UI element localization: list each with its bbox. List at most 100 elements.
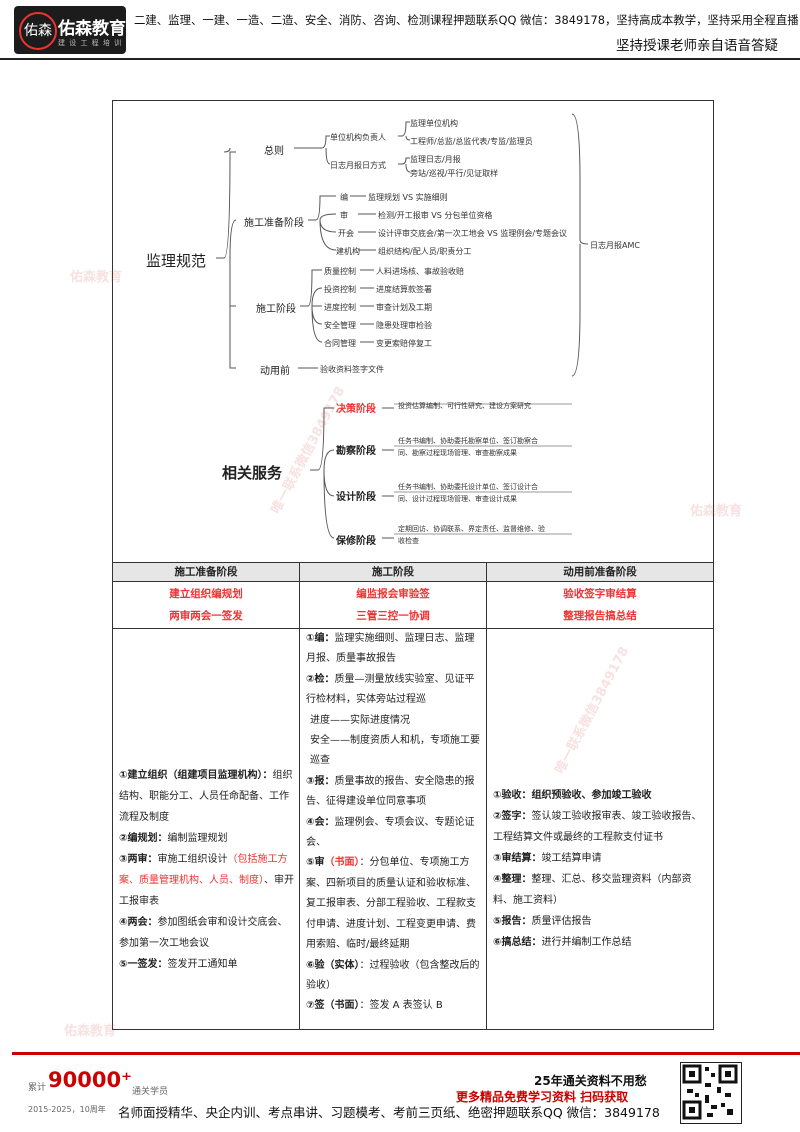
stage-design: 设计阶段 [336,492,376,503]
node-review-detail: 检测/开工报审 VS 分包单位资格 [378,211,493,220]
node-build-org-detail: 组织结构/配人员/职责分工 [378,247,472,256]
logo-name: 佑森教育 [58,19,126,39]
node-inspection: 旁站/巡视/平行/见证取样 [410,169,499,178]
summary-line: 两审两会一签发 [169,610,243,622]
node-contract: 合同管理 [324,339,356,348]
summary-line: 建立组织编规划 [169,588,243,600]
stage-warranty-detail-2: 收检查 [398,537,419,545]
logo-sub: 建 设 工 程 培 训 [58,39,123,47]
node-review: 审 [340,211,348,220]
footer-years: 2015-2025，10周年 [28,1105,106,1114]
construction-item: 进度——实际进度情况 [310,714,410,726]
summary-cell-pre-use: 验收签字审结算 整理报告搞总结 [486,581,714,629]
construction-items: ①编：监理实施细则、监理日志、监理月报、质量事故报告 ②检：质量—测量放线实验室… [306,629,484,1017]
node-meeting-detail: 设计评审交底会/第一次工地会 VS 监理例会/专题会议 [378,229,568,238]
pre-use-item: ⑤报告：质量评估报告 [493,916,592,927]
construction-item: ①编：监理实施细则、监理日志、监理月报、质量事故报告 [306,633,475,665]
summary-line: 编监报会审验签 [356,588,430,600]
stage-survey: 勘察阶段 [336,446,376,457]
node-org-head: 单位机构负责人 [330,133,386,142]
prep-item: ③两审：审施工组织设计（包括施工方案、质量管理机构、人员、制度）、审开工报审表 [119,854,294,907]
watermark: 佑森教育 [70,270,123,285]
brand-logo: 佑森 佑森教育 建 设 工 程 培 训 [14,6,126,54]
construction-item: 安全——制度资质人和机，专项施工要巡查 [310,735,480,767]
pre-use-item: ④整理：整理、汇总、移交监理资料（内部资料、施工资料） [493,874,692,906]
summary-line: 整理报告搞总结 [563,610,637,622]
stage-decision: 决策阶段 [336,404,376,415]
node-cost: 投资控制 [324,285,356,294]
root-supervision: 监理规范 [146,252,207,270]
body-cell-pre-use: ①验收：组织预验收、参加竣工验收 ②签字：签认竣工验收报审表、竣工验收报告、工程… [486,628,714,1030]
summary-cell-prep: 建立组织编规划 两审两会一签发 [112,581,300,629]
summary-cell-construction: 编监报会审验签 三管三控一协调 [299,581,487,629]
table-header-construction: 施工阶段 [299,562,487,582]
node-schedule: 进度控制 [324,303,356,312]
logo-mark-icon: 佑森 [19,12,57,50]
node-schedule-detail: 审查计划及工期 [376,303,432,312]
footer-count: 90000⁺ [48,1068,133,1092]
node-contract-detail: 变更索赔停复工 [376,339,432,348]
node-quality-detail: 人料进场核、事故验收赔 [376,267,464,276]
node-meeting: 开会 [338,229,354,238]
pre-use-item: ①验收：组织预验收、参加竣工验收 [493,790,652,801]
prep-item: ④两会：参加图纸会审和设计交底会、参加第一次工地会议 [119,917,288,949]
pre-use-item: ②签字：签认竣工验收报审表、竣工验收报告、工程结算文件或最终的工程款支付证书 [493,811,702,843]
branch-general: 总则 [264,146,284,157]
footer-red-note: 更多精品免费学习资料 扫码获取 [456,1090,629,1104]
pre-use-item: ⑥搞总结：进行并编制工作总结 [493,937,632,948]
body-cell-construction: ①编：监理实施细则、监理日志、监理月报、质量事故报告 ②检：质量—测量放线实验室… [299,628,487,1030]
prep-item: ②编规划：编制监理规划 [119,833,228,844]
branch-prep: 施工准备阶段 [244,218,304,229]
table-header-prep: 施工准备阶段 [112,562,300,582]
header-line-1: 二建、监理、一建、一造、二造、安全、消防、咨询、检测课程押题联系QQ 微信：38… [134,13,799,27]
prep-item: ⑤一签发：签发开工通知单 [119,959,238,970]
node-org-unit: 监理单位机构 [410,119,458,128]
node-staff-roles: 工程师/总监/总监代表/专监/监理员 [410,137,533,146]
node-safety-detail: 隐患处理审检验 [376,321,432,330]
branch-construction: 施工阶段 [256,304,296,315]
qr-pattern [682,1064,738,1120]
stage-design-detail-1: 任务书编制、协助委托设计单位、签订设计合 [398,483,538,491]
header-bar [0,0,800,64]
watermark: 佑森教育 [690,504,743,519]
qr-code-icon[interactable] [680,1062,742,1124]
footer-count-prefix: 累计 [28,1083,47,1093]
footer-count-suffix: 通关学员 [132,1087,169,1097]
node-build-org: 建机构 [336,247,360,256]
footer-slogan: 25年通关资料不用愁 [534,1074,647,1088]
node-log-report: 监理日志/月报 [410,155,461,164]
construction-item: ⑤审（书面）：分包单位、专项施工方案、四新项目的质量认证和验收标准、复工报审表、… [306,857,476,951]
table-header-pre-use: 动用前准备阶段 [486,562,714,582]
node-cost-detail: 进度结算款签署 [376,285,432,294]
summary-line: 三管三控一协调 [356,610,430,622]
stage-decision-detail: 投资估算编制、可行性研究、建设方案研究 [398,402,531,410]
header-line-2: 坚持授课老师亲自语音答疑 [616,38,778,54]
mind-map: 监理规范 总则 单位机构负责人 监理单位机构 工程师/总监/总监代表/专监/监理… [112,100,714,562]
pre-use-items: ①验收：组织预验收、参加竣工验收 ②签字：签认竣工验收报审表、竣工验收报告、工程… [493,785,707,953]
node-quality: 质量控制 [324,267,356,276]
header-rule [0,58,800,60]
pre-use-item: ③审结算：竣工结算申请 [493,853,602,864]
construction-item: ⑦签（书面）：签发 A 表签认 B [306,1000,443,1012]
summary-line: 验收签字审结算 [563,588,637,600]
node-pre-use-detail: 验收资料签字文件 [320,365,384,374]
node-right-label: 日志月报AMC [590,241,640,250]
stage-design-detail-2: 同、设计过程现场管理、审查设计成果 [398,495,517,503]
construction-item: ⑥验（实体）：过程验收（包含整改后的验收） [306,959,480,991]
node-compile-detail: 监理规划 VS 实施细则 [368,193,448,202]
stage-warranty: 保修阶段 [336,536,376,547]
stage-warranty-detail-1: 定期回访、协调联系、界定责任、监督维修、验 [398,525,545,533]
watermark: 佑森教育 [64,1024,117,1039]
root-services: 相关服务 [222,464,283,482]
body-cell-prep: ①建立组织（组建项目监理机构）：组织结构、职能分工、人员任命配备、工作流程及制度… [112,628,300,1030]
stage-survey-detail-1: 任务书编制、协助委托勘察单位、签订勘察合 [398,437,538,445]
construction-item: ②检：质量—测量放线实验室、见证平行检材料，实体旁站过程巡 [306,673,475,706]
node-compile: 编 [340,193,348,202]
node-log-method: 日志月报日方式 [330,161,386,170]
footer-items: 名师面授精华、央企内训、考点串讲、习题模考、考前三页纸、绝密押题联系QQ 微信：… [118,1105,660,1120]
footer-rule [12,1052,800,1055]
mind-map-lines [216,113,589,539]
construction-item: ④会：监理例会、专项会议、专题论证会、 [306,816,475,849]
construction-item: ③报：质量事故的报告、安全隐患的报告、征得建设单位同意事项 [306,775,475,808]
stage-survey-detail-2: 同、勘察过程现场管理、审查勘察成果 [398,449,517,457]
